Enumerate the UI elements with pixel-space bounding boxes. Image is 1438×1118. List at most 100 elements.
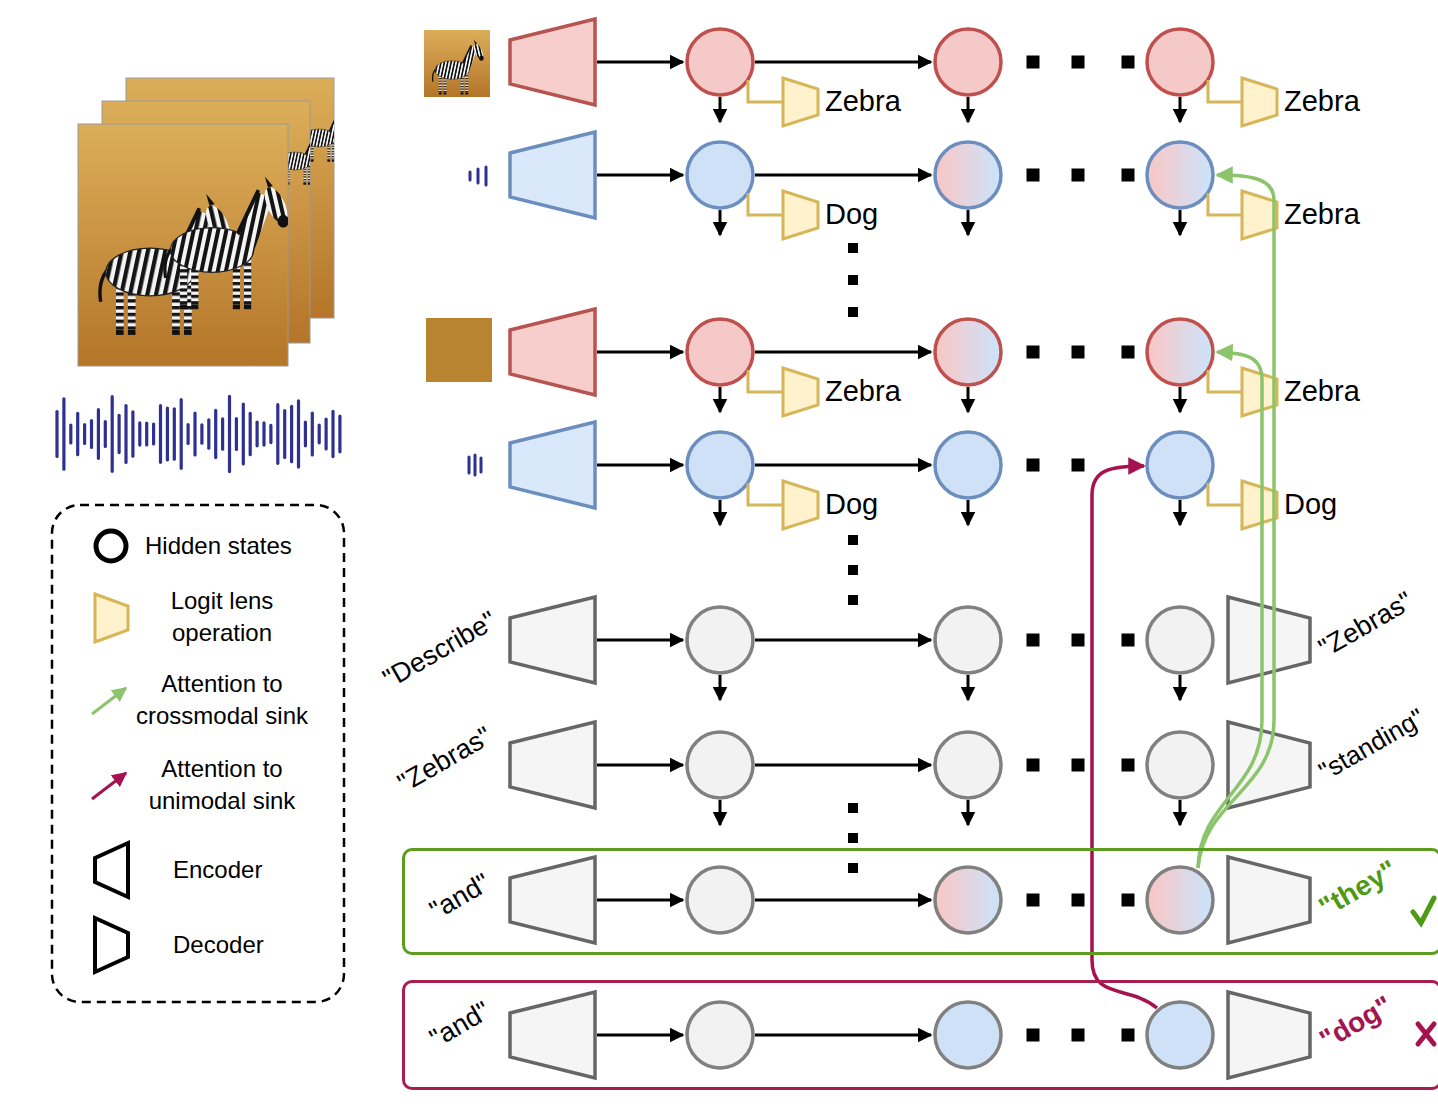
waveform-bar [180, 400, 183, 469]
flow-arrow [597, 764, 683, 767]
hidden-state [687, 732, 753, 798]
logit-lens [783, 368, 818, 416]
zebra-hoof [172, 330, 180, 335]
flow-arrow [597, 899, 683, 902]
flow-arrow [1179, 500, 1182, 525]
legend-text: Attention to crossmodal sink [127, 668, 317, 733]
hidden-state [687, 142, 753, 208]
flow-arrow [597, 1034, 683, 1037]
hidden-state [1147, 867, 1213, 933]
waveform-bar [138, 423, 141, 445]
photo-content [100, 176, 288, 335]
hidden-state [1147, 29, 1213, 95]
flow-arrow [1179, 97, 1182, 122]
zebra-hoof [465, 92, 468, 94]
vertical-ellipsis-square [848, 243, 858, 253]
waveform-bar [145, 423, 148, 445]
audio-patch-bar [485, 167, 488, 185]
flow-arrow [597, 464, 683, 467]
zebra-mane [462, 45, 472, 64]
zebra-muzzle [278, 215, 288, 228]
vertical-ellipsis-square [848, 803, 858, 813]
encoder [510, 992, 595, 1078]
ellipsis-square [1072, 634, 1085, 647]
waveform-bar [256, 422, 259, 446]
logit-lens-link [1208, 370, 1242, 392]
logit-lens-link [1208, 193, 1242, 215]
zebra-hoof [308, 183, 310, 185]
waveform-bar [318, 425, 321, 443]
flow-arrow [967, 387, 970, 412]
hidden-state [935, 319, 1001, 385]
decoder [1228, 722, 1310, 808]
flow-arrow [719, 387, 722, 412]
hidden-state [687, 867, 753, 933]
ellipsis-square [1122, 346, 1135, 359]
zebra-ear [206, 194, 215, 206]
waveform-bar [325, 419, 328, 449]
zebra-mane [329, 114, 334, 133]
zebra [433, 40, 485, 95]
flow-arrow [755, 764, 931, 767]
decoder [1228, 597, 1310, 683]
flow-arrow [967, 97, 970, 122]
logit-lens [783, 481, 818, 529]
encoder [510, 309, 595, 395]
waveform-bar [97, 410, 100, 459]
hidden-state [687, 29, 753, 95]
ellipsis-square [1122, 56, 1135, 69]
ellipsis-square [1027, 169, 1040, 182]
logit-lens-output: Dog [825, 198, 878, 231]
zebra-leg [332, 141, 334, 160]
waveform-bar [200, 425, 203, 443]
zebra-hoof [443, 92, 446, 94]
logit-lens-output: Zebra [825, 85, 901, 118]
waveform-bar [117, 415, 120, 452]
waveform-bar [269, 425, 272, 442]
audio-patch-bar [477, 169, 480, 183]
zebra-head [472, 43, 485, 60]
waveform-bar [76, 413, 79, 454]
flow-arrow [719, 210, 722, 235]
audio-patch-bar [480, 458, 483, 472]
waveform-bar [262, 423, 265, 445]
waveform-bar [214, 410, 217, 457]
flow-arrow [719, 675, 722, 700]
flow-arrow [755, 174, 931, 177]
waveform-bar [193, 413, 196, 455]
ellipsis-square [1072, 894, 1085, 907]
zebra-mane [236, 189, 260, 235]
vertical-ellipsis-square [848, 833, 858, 843]
waveform-bar [131, 412, 134, 456]
flow-arrow [755, 899, 931, 902]
flow-arrow [597, 639, 683, 642]
decoder [1228, 992, 1310, 1078]
zebra-hoof [116, 330, 124, 335]
logit-lens-link [748, 483, 783, 505]
flow-arrow [1179, 675, 1182, 700]
hidden-state [935, 867, 1001, 933]
hidden-state [1147, 432, 1213, 498]
zebra-leg [308, 164, 310, 183]
ellipsis-square [1027, 346, 1040, 359]
check-mark [1413, 898, 1434, 923]
zebra-muzzle [479, 55, 484, 60]
ellipsis-square [1072, 346, 1085, 359]
waveform-bar [62, 399, 65, 469]
waveform-bar [159, 406, 162, 463]
ellipsis-square [1122, 759, 1135, 772]
ellipsis-square [1122, 169, 1135, 182]
zebra-hoof [439, 92, 442, 94]
decoder [1228, 857, 1310, 943]
zebra-hoof [128, 330, 136, 335]
token-label: "Zebras" [1314, 586, 1419, 664]
ellipsis-square [1072, 459, 1085, 472]
image-patch [424, 30, 490, 97]
zebra-hoof [303, 183, 306, 185]
hidden-state [687, 1002, 753, 1068]
hidden-state [935, 1002, 1001, 1068]
waveform-bar [55, 412, 58, 457]
hidden-state [1147, 319, 1213, 385]
hidden-state [1147, 142, 1213, 208]
flow-arrow [755, 639, 931, 642]
